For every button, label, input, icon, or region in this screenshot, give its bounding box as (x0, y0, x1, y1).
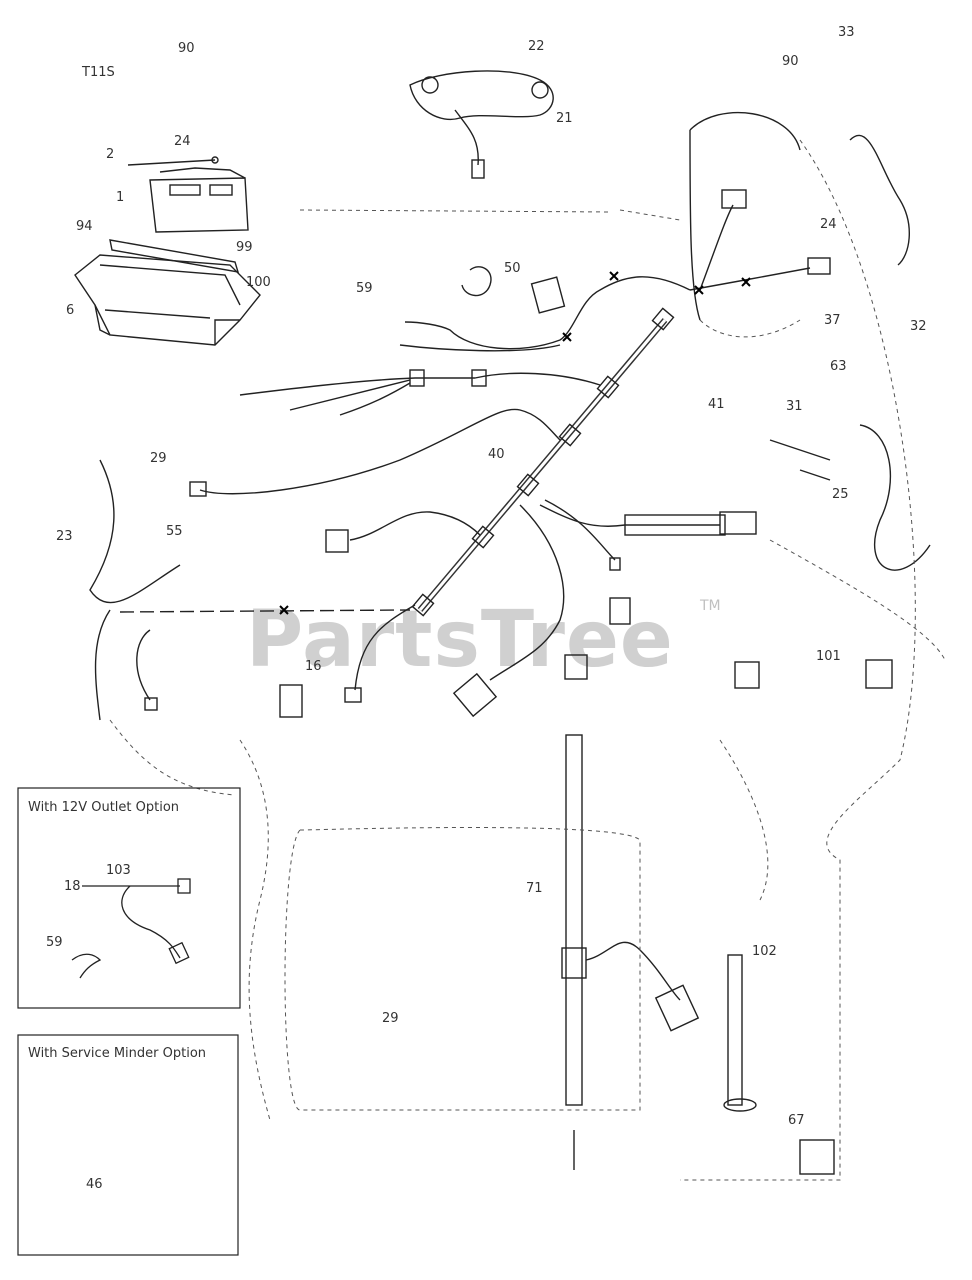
part-label: 63 (830, 359, 847, 374)
part-label: 94 (76, 219, 93, 234)
part-label: 29 (150, 451, 167, 466)
part-label: 71 (526, 881, 543, 896)
part-label: 16 (305, 659, 322, 674)
part-label: 33 (838, 25, 855, 40)
partstree-watermark: PartsTree (246, 595, 674, 685)
part-label: 100 (246, 275, 271, 290)
part-label: 21 (556, 111, 573, 126)
item-50 (461, 266, 492, 297)
part-label: 46 (86, 1177, 103, 1192)
trademark-mark: TM (700, 598, 721, 614)
harness-71 (565, 734, 583, 1106)
item-67-box (799, 1139, 835, 1175)
part-label: 102 (752, 944, 777, 959)
part-label: 41 (708, 397, 725, 412)
header-code: T11S (81, 65, 115, 80)
inset-service-title: With Service Minder Option (28, 1046, 207, 1061)
part-label: 40 (488, 447, 505, 462)
part-label: 31 (786, 399, 803, 414)
ground-wire (849, 134, 910, 266)
part-label: 101 (816, 649, 841, 664)
part-label: 59 (356, 281, 373, 296)
part-label: 24 (820, 217, 837, 232)
part-label: 55 (166, 524, 183, 539)
part-label: 32 (910, 319, 927, 334)
key-switch-bracket (409, 70, 554, 120)
part-label: 99 (236, 240, 253, 255)
part-label: 67 (788, 1113, 805, 1128)
part-label: 37 (824, 313, 841, 328)
part-label: 90 (178, 41, 195, 56)
part-label: 25 (832, 487, 849, 502)
battery-part (149, 177, 249, 233)
part-label: 18 (64, 879, 81, 894)
part-label: 22 (528, 39, 545, 54)
part-label: 103 (106, 863, 131, 878)
part-label: 59 (46, 935, 63, 950)
part-label: 24 (174, 134, 191, 149)
part-label: 50 (504, 261, 521, 276)
part-label: 29 (382, 1011, 399, 1026)
part-label: 6 (66, 303, 74, 318)
inset-12v-title: With 12V Outlet Option (28, 800, 180, 815)
hold-down-strap (109, 239, 239, 273)
part-label: 23 (56, 529, 73, 544)
inset-12v-outlet (17, 787, 241, 1009)
part-label: 1 (116, 190, 124, 205)
inset-service-minder (17, 1034, 239, 1256)
part-label: 2 (106, 147, 114, 162)
battery-bolt (127, 159, 216, 166)
part-label: 90 (782, 54, 799, 69)
